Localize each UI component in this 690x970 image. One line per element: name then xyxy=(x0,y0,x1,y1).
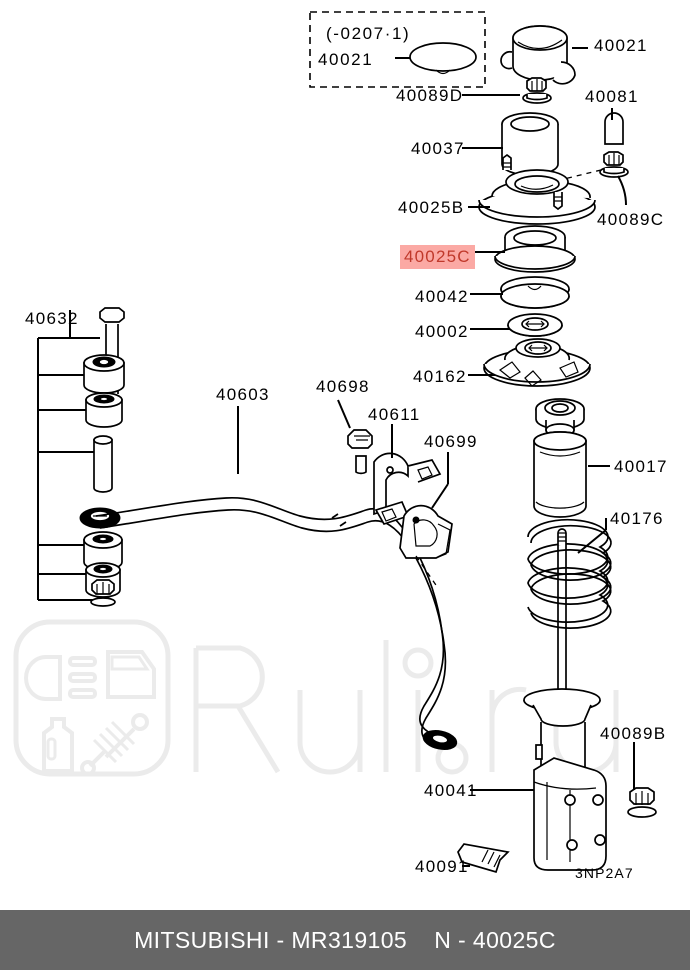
part-40162-spring-seat xyxy=(468,338,591,387)
part-40698-bolt xyxy=(337,399,373,475)
callout-40042: 40042 xyxy=(415,287,469,306)
callout-40089C: 40089C xyxy=(597,210,665,229)
variant-date-code: (-0207·1) xyxy=(326,24,411,43)
callout-40162: 40162 xyxy=(413,367,467,386)
callout-40089D: 40089D xyxy=(396,86,464,105)
variant-box xyxy=(309,11,486,88)
part-40632-link-kit xyxy=(37,307,125,607)
part-40176-coil-spring xyxy=(527,518,612,705)
callout-40025C-highlighted: 40025C xyxy=(400,245,475,269)
part-40017-bump-stop xyxy=(533,398,610,518)
footer-bar: MITSUBISHI - MR319105 N - 40025C xyxy=(0,910,690,970)
strut-body xyxy=(470,688,607,871)
part-40002-bearing xyxy=(470,313,563,337)
callout-40089B: 40089B xyxy=(600,724,667,743)
callout-40611: 40611 xyxy=(368,405,421,424)
part-40037-bushing xyxy=(462,112,559,176)
callout-40176: 40176 xyxy=(610,509,664,528)
callout-40081: 40081 xyxy=(585,87,639,106)
callout-40698: 40698 xyxy=(316,377,370,396)
part-40699-bar-bushing xyxy=(399,452,453,589)
part-40042-seat xyxy=(470,276,570,309)
part-40025B-strut-mount xyxy=(468,153,596,225)
part-40021-cap xyxy=(500,25,588,85)
part-40089D-nut xyxy=(462,77,552,104)
diagram-code: 3NP2A7 xyxy=(575,865,634,881)
footer-text: MITSUBISHI - MR319105 N - 40025C xyxy=(134,926,556,953)
callout-40091: 40091 xyxy=(415,857,469,876)
callout-40002: 40002 xyxy=(415,322,469,341)
part-40025C-bushing xyxy=(472,225,576,273)
part-40611-bracket xyxy=(373,424,442,526)
callout-40021: 40021 xyxy=(594,36,648,55)
callout-40603: 40603 xyxy=(216,385,270,404)
callout-40037: 40037 xyxy=(411,139,465,158)
part-40081-stud xyxy=(604,108,624,145)
callout-40041: 40041 xyxy=(424,781,478,800)
part-40089B-nut xyxy=(627,742,657,818)
callout-40017: 40017 xyxy=(614,457,668,476)
callout-40699: 40699 xyxy=(424,432,478,451)
variant-part-40021: 40021 xyxy=(318,50,374,69)
callout-40632: 40632 xyxy=(25,309,79,328)
part-40603-stabilizer-bar xyxy=(95,406,458,750)
part-40091-bolt xyxy=(457,843,510,874)
callout-40025B: 40025B xyxy=(398,198,465,217)
